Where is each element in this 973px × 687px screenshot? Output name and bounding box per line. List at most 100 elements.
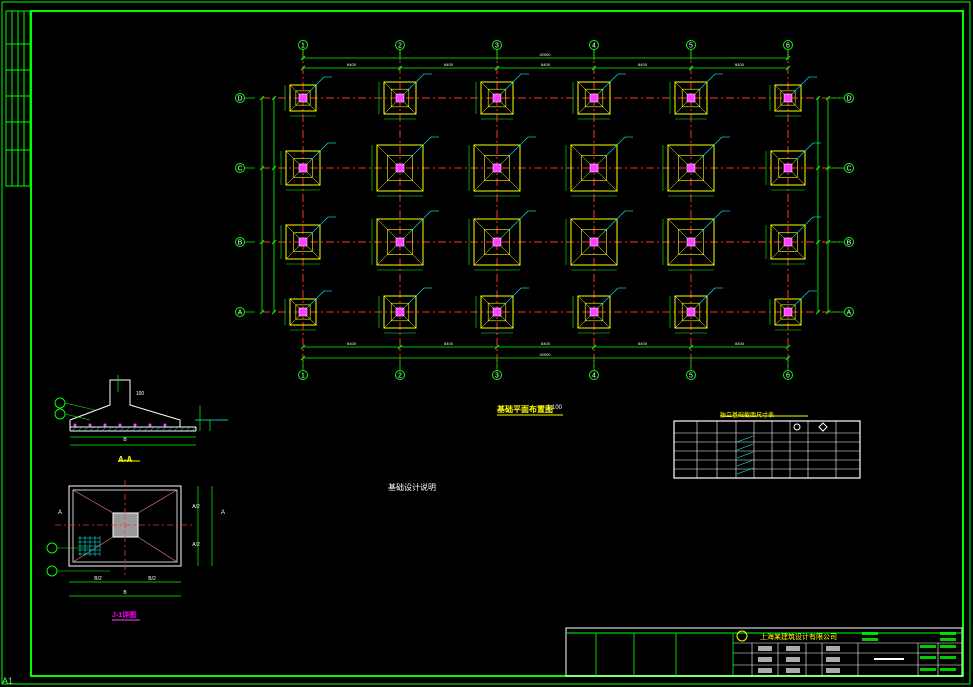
hatch — [71, 426, 77, 432]
footing-leader — [408, 136, 432, 160]
tb-cell-fill — [920, 656, 936, 659]
axis-label-3: 3 — [495, 43, 499, 50]
column-section — [395, 307, 405, 317]
callout-leader — [64, 413, 91, 421]
dim-text-bay: 8400 — [638, 341, 648, 346]
column-section — [686, 237, 696, 247]
detail-label-b: B — [123, 590, 127, 596]
footing-leader — [406, 287, 425, 306]
footing-leader — [699, 210, 723, 234]
table-symbol — [818, 422, 828, 432]
axis-label-B: B — [847, 240, 852, 247]
tb-text-block — [786, 668, 800, 673]
hatch — [95, 426, 101, 432]
footing-D6 — [769, 76, 817, 117]
dim-tick — [825, 95, 831, 101]
dim-tick — [688, 65, 694, 71]
footing-D2 — [378, 73, 432, 120]
hatch — [77, 426, 83, 432]
axis-label-A: A — [238, 310, 243, 317]
footing-leader — [792, 290, 810, 308]
company-name: 上海某建筑设计有限公司 — [760, 634, 837, 641]
rebar — [118, 423, 122, 427]
dim-tick — [300, 55, 306, 61]
dim-tick — [300, 65, 306, 71]
footing-outer — [473, 144, 521, 192]
tb-cell-fill — [920, 645, 936, 648]
dim-tick — [825, 165, 831, 171]
company-logo — [736, 630, 748, 642]
axis-label-6: 6 — [786, 373, 790, 380]
footing-leader — [600, 73, 619, 92]
table-hatch — [736, 467, 754, 475]
hatch — [143, 426, 149, 432]
section-profile — [69, 379, 181, 428]
column-section — [492, 93, 502, 103]
section-label-b: B — [123, 437, 127, 443]
hatch — [83, 426, 89, 432]
dim-tick — [271, 95, 277, 101]
hatch — [137, 426, 143, 432]
dim-tick — [591, 65, 597, 71]
axis-label-D: D — [237, 96, 242, 103]
section-label-100: 100 — [136, 391, 145, 397]
dim-tick — [815, 239, 821, 245]
dim-tick — [494, 344, 500, 350]
footing-B3 — [468, 210, 536, 271]
detail-label-a2: A/2 — [192, 504, 200, 510]
axis-label-A: A — [847, 310, 852, 317]
footing-step — [681, 302, 701, 322]
callout-bubble — [46, 565, 58, 577]
footing-step — [484, 229, 510, 255]
footing-step — [295, 304, 311, 320]
tb-text-block — [786, 646, 800, 651]
axis-label-3: 3 — [495, 373, 499, 380]
footing-step — [581, 229, 607, 255]
footing-outer — [285, 150, 321, 186]
table-frame — [673, 420, 861, 479]
column-section — [589, 163, 599, 173]
footing-D3 — [475, 73, 529, 120]
footing-leader — [505, 210, 529, 234]
hatch — [161, 426, 167, 432]
footing-B2 — [371, 210, 439, 271]
footing-leader — [794, 142, 814, 162]
footing-step — [678, 155, 704, 181]
dim-tick — [815, 309, 821, 315]
footing-step — [293, 232, 313, 252]
column-section — [589, 237, 599, 247]
footing-A4 — [572, 287, 626, 334]
dim-tick — [259, 239, 265, 245]
footing-outer — [667, 218, 715, 266]
footing-A1 — [284, 290, 332, 331]
hatch — [119, 426, 125, 432]
footing-outer — [770, 224, 806, 260]
rebar — [103, 423, 107, 427]
footing-leader — [309, 216, 329, 236]
detail-slope — [137, 536, 178, 563]
footing-outer — [570, 144, 618, 192]
footing-leader — [602, 210, 626, 234]
footing-leader — [699, 136, 723, 160]
callout-bubble — [54, 397, 66, 409]
column-section — [686, 307, 696, 317]
column-section — [298, 93, 308, 103]
dim-tick — [271, 309, 277, 315]
footing-A6 — [769, 290, 817, 331]
column-section — [686, 93, 696, 103]
footing-B5 — [662, 210, 730, 271]
dim-tick — [825, 309, 831, 315]
dim-tick — [815, 165, 821, 171]
axis-label-6: 6 — [786, 43, 790, 50]
dim-tick — [397, 65, 403, 71]
axis-label-C: C — [846, 166, 851, 173]
tb-cell-fill — [862, 632, 878, 635]
tb-text-block — [758, 657, 772, 662]
dim-tick — [785, 344, 791, 350]
dim-text-overall: 42000 — [539, 352, 551, 357]
footing-step — [484, 155, 510, 181]
dim-tick — [591, 344, 597, 350]
footing-B6 — [765, 216, 821, 265]
column-section — [395, 237, 405, 247]
axis-label-5: 5 — [689, 373, 693, 380]
